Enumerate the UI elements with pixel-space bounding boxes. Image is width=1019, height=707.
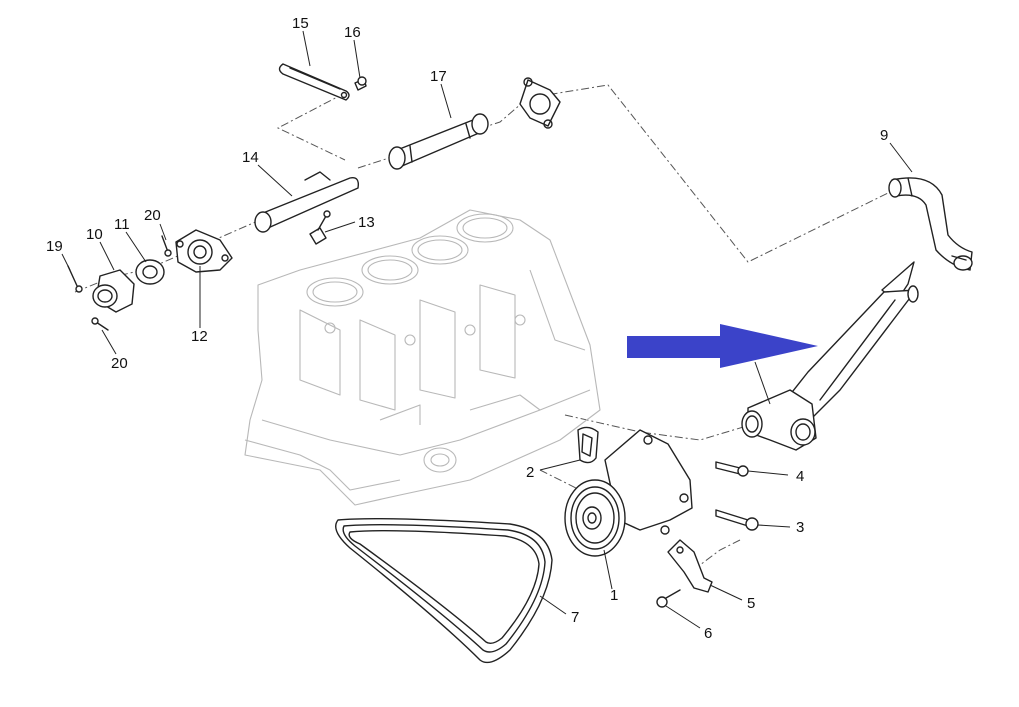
engine-block bbox=[244, 209, 601, 506]
callout-13: 13 bbox=[358, 214, 375, 231]
bolts-3-4 bbox=[715, 461, 759, 531]
part-1-water-pump bbox=[564, 429, 693, 557]
part-7-drive-belt bbox=[335, 517, 553, 664]
callout-7: 7 bbox=[571, 609, 579, 626]
part-17-hose bbox=[388, 113, 489, 170]
arrow-right-icon bbox=[627, 324, 818, 368]
part-15-bracket bbox=[278, 63, 350, 101]
part-14-water-pipe bbox=[254, 171, 360, 233]
callout-15: 15 bbox=[292, 15, 309, 32]
callout-14: 14 bbox=[242, 149, 259, 166]
callout-19: 19 bbox=[46, 238, 63, 255]
part-11-gasket bbox=[135, 259, 165, 285]
part-16-bolt bbox=[354, 76, 367, 91]
callout-11: 11 bbox=[114, 216, 130, 233]
part-12-thermostat-housing bbox=[175, 229, 233, 273]
coolant-pipe-assembly bbox=[741, 261, 919, 451]
callout-5: 5 bbox=[747, 595, 755, 612]
callout-2: 2 bbox=[526, 464, 534, 481]
callout-20-top: 20 bbox=[144, 207, 161, 224]
part-6-bolt bbox=[656, 589, 681, 608]
assembly-guide-lines bbox=[74, 84, 891, 566]
part-5-bracket bbox=[667, 539, 713, 593]
callout-labels: 15 16 17 14 13 9 20 11 10 19 12 20 2 4 3… bbox=[46, 15, 888, 642]
flange-gasket bbox=[519, 77, 561, 129]
callout-4: 4 bbox=[796, 468, 804, 485]
callout-20-bottom: 20 bbox=[111, 355, 128, 372]
bolts-19-20 bbox=[67, 235, 172, 331]
callout-1: 1 bbox=[610, 587, 618, 604]
callout-12: 12 bbox=[191, 328, 208, 345]
callout-leader-lines bbox=[61, 30, 913, 629]
callout-6: 6 bbox=[704, 625, 712, 642]
callout-16: 16 bbox=[344, 24, 361, 41]
part-2-gasket bbox=[577, 426, 599, 464]
part-13-sensor bbox=[309, 210, 331, 245]
callout-17: 17 bbox=[430, 68, 447, 85]
callout-3: 3 bbox=[796, 519, 804, 536]
callout-9: 9 bbox=[880, 127, 888, 144]
callout-10: 10 bbox=[86, 226, 103, 243]
part-10-outlet bbox=[92, 269, 135, 313]
part-9-hose bbox=[888, 177, 973, 271]
